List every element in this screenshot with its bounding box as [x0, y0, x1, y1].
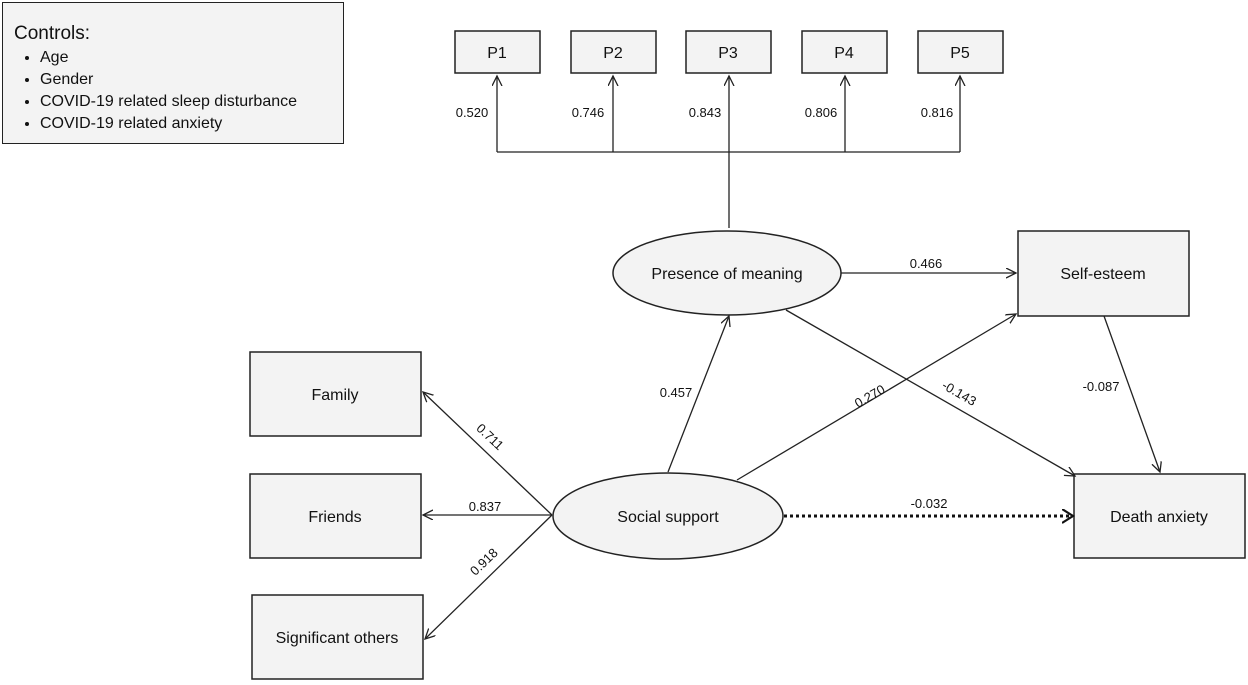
control-item-sleep-disturbance: COVID-19 related sleep disturbance: [40, 91, 343, 113]
node-death-anxiety: Death anxiety: [1073, 473, 1246, 559]
loading-p4: 0.806: [805, 105, 838, 120]
loading-friends: 0.837: [469, 499, 502, 514]
indicator-p2: P2: [570, 30, 657, 74]
indicator-p1-label: P1: [487, 45, 507, 62]
latent-presence-of-meaning-label: Presence of meaning: [651, 266, 802, 283]
coef-selfesteem-to-death: -0.087: [1083, 379, 1120, 394]
indicator-p3-label: P3: [718, 45, 738, 62]
coef-meaning-to-death: -0.143: [940, 377, 979, 408]
loading-significant-others: 0.918: [467, 545, 501, 578]
indicator-significant-others-label: Significant others: [276, 630, 399, 647]
indicator-friends: Friends: [249, 473, 422, 559]
latent-presence-of-meaning: Presence of meaning: [612, 230, 842, 316]
control-item-anxiety: COVID-19 related anxiety: [40, 113, 343, 135]
node-self-esteem: Self-esteem: [1017, 230, 1190, 317]
indicator-family-label: Family: [311, 387, 358, 404]
loading-family: 0.711: [473, 420, 506, 453]
control-item-age: Age: [40, 47, 343, 69]
indicator-p3: P3: [685, 30, 772, 74]
node-self-esteem-label: Self-esteem: [1060, 266, 1145, 283]
latent-social-support: Social support: [552, 472, 784, 560]
indicator-p4-label: P4: [834, 45, 854, 62]
indicator-p5: P5: [917, 30, 1004, 74]
indicator-p4: P4: [801, 30, 888, 74]
loading-p5: 0.816: [921, 105, 954, 120]
loading-p3: 0.843: [689, 105, 722, 120]
structural-paths: [667, 273, 1160, 481]
controls-list: Age Gender COVID-19 related sleep distur…: [14, 47, 343, 135]
control-item-gender: Gender: [40, 69, 343, 91]
indicator-family: Family: [249, 351, 422, 437]
controls-box: Controls: Age Gender COVID-19 related sl…: [2, 2, 344, 144]
support-loadings: [423, 392, 553, 639]
loading-p1: 0.520: [456, 105, 489, 120]
indicator-significant-others: Significant others: [251, 594, 424, 680]
meaning-loadings: [497, 76, 960, 228]
indicator-p2-label: P2: [603, 45, 623, 62]
coef-support-to-selfesteem: 0.270: [852, 381, 888, 410]
indicator-p5-label: P5: [950, 45, 970, 62]
node-death-anxiety-label: Death anxiety: [1110, 509, 1208, 526]
loading-p2: 0.746: [572, 105, 605, 120]
coef-support-to-meaning: 0.457: [660, 385, 693, 400]
controls-title: Controls:: [14, 23, 91, 44]
indicator-p1: P1: [454, 30, 541, 74]
latent-social-support-label: Social support: [617, 509, 719, 526]
coef-support-to-death: -0.032: [911, 496, 948, 511]
indicator-friends-label: Friends: [308, 509, 361, 526]
coef-meaning-to-selfesteem: 0.466: [910, 256, 943, 271]
